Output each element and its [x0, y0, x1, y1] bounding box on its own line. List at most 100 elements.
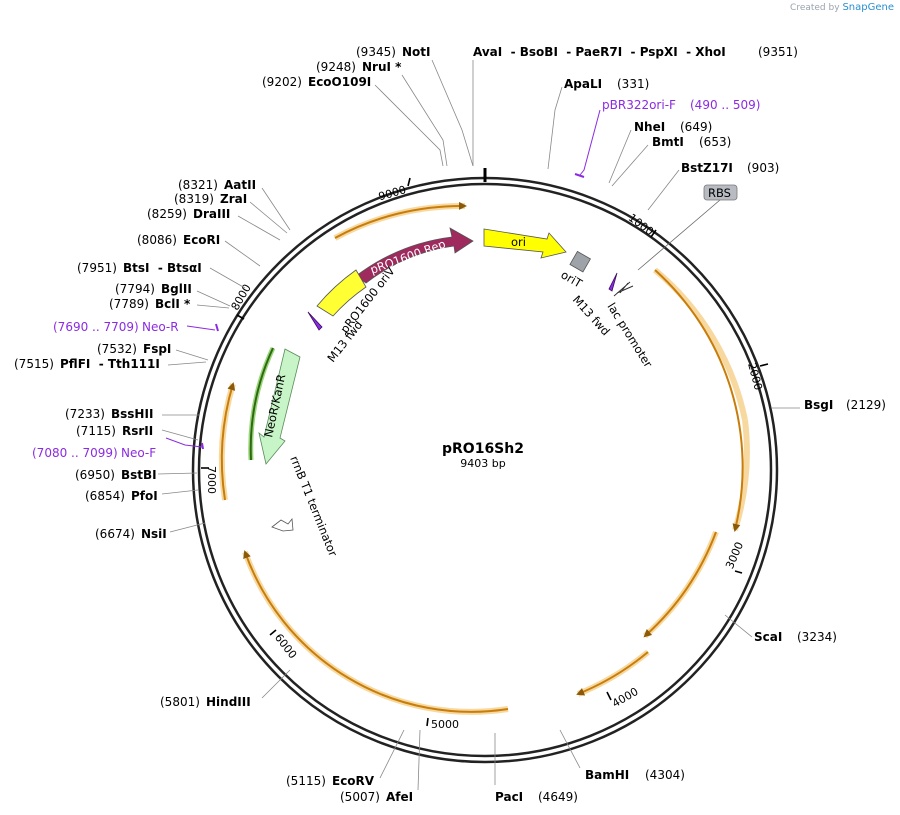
site-pos-pflfi: (7515) — [14, 357, 54, 371]
leader-bamhi — [559, 729, 581, 769]
leader-nsii — [169, 522, 206, 533]
site-name-bcli: BclI * — [155, 297, 191, 311]
leader-aatii — [261, 187, 291, 231]
site-pos-draiii: (8259) — [147, 207, 187, 221]
pro1600-oriv-block — [316, 269, 367, 317]
primer-name-pbr322ori-f: pBR322ori-F — [602, 98, 676, 112]
site-name-aatii: AatII — [224, 178, 256, 192]
site-pos-zrai: (8319) — [174, 192, 214, 206]
site-name-rsrii: RsrII — [122, 424, 153, 438]
leader-pfoi — [161, 489, 199, 495]
site-pos-scai: (3234) — [797, 630, 837, 644]
site-pos-bglii: (7794) — [115, 282, 155, 296]
site-name-noti: NotI — [402, 45, 431, 59]
site-name-aval-group: AvaI - BsoBI - PaeR7I - PspXI - XhoI — [473, 45, 726, 59]
site-name-ecoo109i: EcoO109I — [308, 75, 371, 89]
leader-bglii — [196, 290, 231, 307]
primer-name-neo-r: Neo-R — [142, 320, 179, 334]
site-pos-bcli: (7789) — [109, 297, 149, 311]
tick-mark-8000 — [236, 314, 245, 320]
ori-feature: ori — [483, 228, 567, 259]
neo-orf-arc — [249, 347, 274, 461]
leader-bcli — [196, 304, 230, 309]
leader-ecorv — [379, 729, 405, 779]
site-name-afei: AfeI — [386, 790, 413, 804]
site-name-ecorv: EcoRV — [332, 774, 375, 788]
primer-range-neo-r: (7690 .. 7709) — [53, 320, 139, 334]
site-name-bstz17i: BstZ17I — [681, 161, 733, 175]
orf-glow-4000 — [576, 649, 650, 697]
site-pos-paci: (4649) — [538, 790, 578, 804]
site-name-hindiii: HindIII — [206, 695, 251, 709]
tick-label-1000: 1000 — [626, 211, 656, 238]
site-name-nsii: NsiI — [141, 527, 167, 541]
leader-neo-r — [186, 325, 216, 331]
leader-apali — [547, 86, 563, 170]
tick-mark-6000 — [269, 629, 277, 636]
primer-leaders — [165, 109, 601, 450]
leader-noti — [431, 59, 474, 167]
site-name-ecori: EcoRI — [183, 233, 220, 247]
leader-bstbi — [157, 472, 198, 475]
m13fwd-left-arrow — [307, 311, 323, 331]
orf-arc-9000 — [334, 201, 467, 239]
site-pos-bsshii: (7233) — [65, 407, 105, 421]
site-pos-bsgi: (2129) — [846, 398, 886, 412]
orit-marker — [569, 250, 591, 273]
site-pos-ecoo109i: (9202) — [262, 75, 302, 89]
leader-bmti — [611, 144, 649, 187]
leader-afei — [417, 729, 421, 791]
leader-draiii — [237, 215, 281, 241]
leader-btsi — [209, 267, 246, 289]
tick-label-7000: 7000 — [205, 466, 218, 494]
tick-label-4000: 4000 — [610, 685, 641, 710]
tick-label-5000: 5000 — [431, 718, 459, 731]
site-pos-nhei: (649) — [680, 120, 712, 134]
site-name-bglii: BglII — [161, 282, 192, 296]
tick-mark-5000 — [426, 717, 429, 727]
orf-arc-7000 — [220, 382, 236, 501]
snapgene-watermark: Created by SnapGene — [790, 2, 894, 13]
leader-hindiii — [261, 669, 291, 699]
site-pos-hindiii: (5801) — [160, 695, 200, 709]
tick-mark-2000 — [759, 363, 769, 367]
leader-fspi — [175, 349, 209, 361]
orf-arc-3000 — [643, 531, 717, 638]
ori-arrow — [483, 228, 567, 259]
neor-kanr-arrow — [258, 348, 301, 465]
site-leaders — [157, 59, 800, 791]
site-pos-bamhi: (4304) — [645, 768, 685, 782]
site-name-bstbi: BstBI — [121, 468, 157, 482]
tick-mark-1000 — [650, 229, 657, 238]
site-name-bsgi: BsgI — [804, 398, 833, 412]
site-name-pfoi: PfoI — [131, 489, 158, 503]
site-pos-bmti: (653) — [699, 135, 731, 149]
primer-mark-neo-r — [215, 323, 219, 332]
orf-glow-1000 — [653, 267, 748, 421]
leader-ecori — [224, 240, 261, 267]
tick-mark-4000 — [606, 691, 612, 701]
watermark-brand: SnapGene — [842, 2, 894, 13]
leader-pflfi — [167, 361, 207, 366]
rrnb-terminator-label: rrnB T1 terminator — [287, 454, 340, 559]
watermark-prefix: Created by — [790, 3, 840, 13]
primer-mark-neo-f — [201, 442, 204, 450]
site-name-bmti: BmtI — [652, 135, 684, 149]
backbone-outer — [191, 176, 779, 764]
tick-mark-9000 — [407, 177, 411, 187]
pro1600-rep-feature: pRO1600 Rep — [355, 227, 474, 284]
orf-glow-9000 — [333, 202, 466, 241]
rbs-box — [703, 184, 738, 201]
site-name-apali: ApaLI — [564, 77, 602, 91]
orf-arc-4000 — [576, 651, 649, 696]
orf-glow-3000 — [642, 530, 719, 639]
site-pos-fspi: (7532) — [97, 342, 137, 356]
lac-promoter-glyph — [613, 281, 634, 297]
primer-range-pbr322ori-f: (490 .. 509) — [690, 98, 760, 112]
site-pos-nrui: (9248) — [316, 60, 356, 74]
site-name-zrai: ZraI — [220, 192, 247, 206]
pro1600-rep-arrow — [355, 227, 474, 284]
rbs-label: RBS — [708, 186, 731, 200]
rbs-leader — [637, 199, 721, 271]
